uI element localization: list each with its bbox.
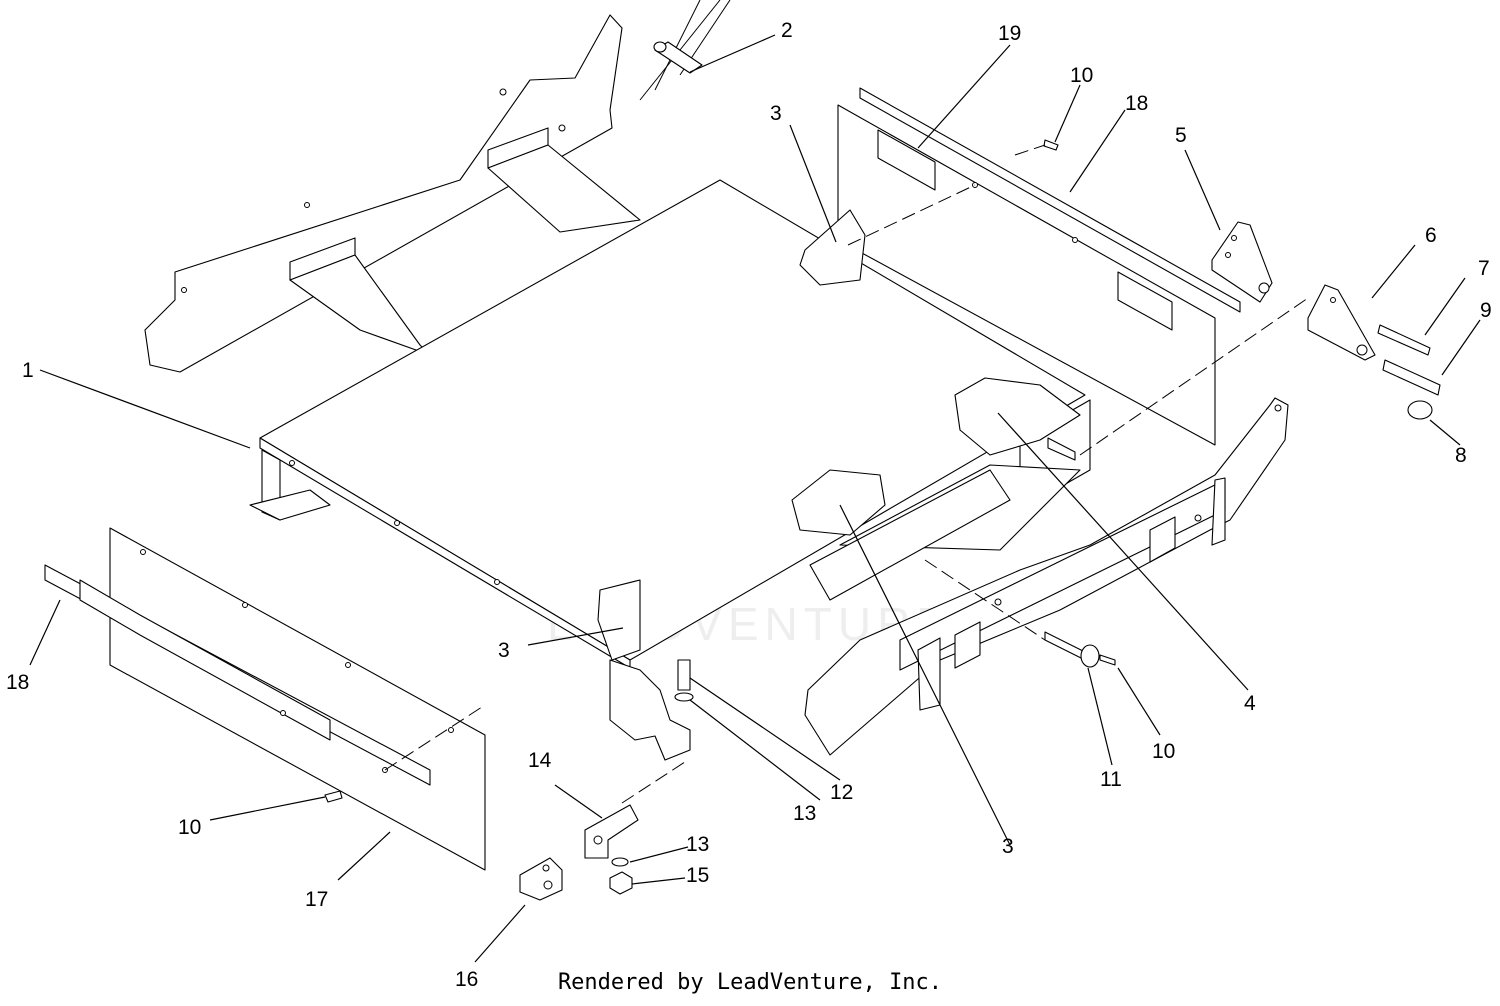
callouts: 1 2 3 3 3 4 5 6 7 8 9 10 10 10 11 12 13 … — [6, 19, 1492, 991]
rear-panel-lower — [44, 527, 486, 871]
callout-15: 15 — [686, 864, 709, 887]
callout-6: 6 — [1425, 224, 1437, 247]
callout-14: 14 — [528, 749, 552, 772]
callout-18-left: 18 — [6, 671, 29, 694]
callout-3-left: 3 — [498, 639, 510, 662]
callout-13-upper: 13 — [793, 802, 816, 825]
callout-1: 1 — [22, 359, 34, 382]
callout-9: 9 — [1480, 299, 1492, 322]
callout-10-top: 10 — [1070, 64, 1093, 87]
left-side-frame — [144, 14, 641, 373]
callout-12: 12 — [830, 781, 853, 804]
callout-10-left: 10 — [178, 816, 201, 839]
leader-lines — [29, 34, 1481, 963]
hardware — [324, 0, 1441, 901]
callout-16: 16 — [455, 968, 478, 991]
callout-17: 17 — [305, 888, 328, 911]
cutaway-patches — [597, 209, 1081, 661]
callout-10-right: 10 — [1152, 740, 1175, 763]
rear-panel-upper — [837, 87, 1241, 446]
callout-2: 2 — [781, 19, 793, 42]
callout-5: 5 — [1175, 124, 1187, 147]
assembly-lines — [384, 144, 1309, 804]
floor-platform — [249, 179, 1086, 761]
footer-credit: Rendered by LeadVenture, Inc. — [557, 970, 943, 995]
callout-3-top: 3 — [770, 102, 782, 125]
callout-7: 7 — [1478, 257, 1490, 280]
callout-4: 4 — [1244, 692, 1256, 715]
right-side-frame — [804, 397, 1289, 756]
callout-11: 11 — [1100, 768, 1122, 791]
callout-8: 8 — [1455, 444, 1467, 467]
callout-13-lower: 13 — [686, 833, 709, 856]
callout-19: 19 — [998, 22, 1021, 45]
callout-3-bottom: 3 — [1002, 835, 1014, 858]
callout-18-top: 18 — [1125, 92, 1148, 115]
